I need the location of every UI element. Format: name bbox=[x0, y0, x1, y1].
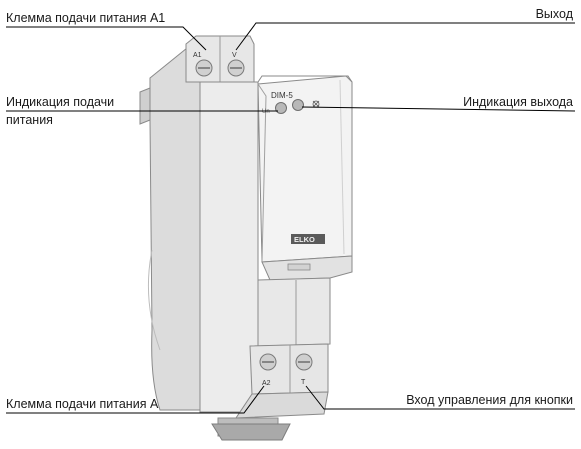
power-led bbox=[275, 102, 287, 114]
leader-button-input bbox=[305, 385, 575, 410]
output-led bbox=[292, 99, 304, 111]
terminal-label-t: T bbox=[301, 379, 306, 386]
side-body bbox=[139, 43, 201, 411]
leader-terminal-a1 bbox=[6, 26, 207, 51]
leader-lines bbox=[6, 22, 576, 414]
lower-body bbox=[257, 255, 353, 347]
top-terminal-screw-a1 bbox=[195, 59, 213, 77]
led-un-label: Un bbox=[262, 109, 270, 115]
model-label: DIM-5 bbox=[271, 91, 293, 100]
din-rail-clip bbox=[211, 417, 291, 441]
terminal-label-a2: A2 bbox=[262, 380, 271, 387]
output-indication-label: Индикация выхода bbox=[463, 95, 573, 109]
front-panel: DIM-5 Un ELKO bbox=[257, 75, 353, 263]
terminal-label-v: V bbox=[232, 52, 237, 59]
leader-terminal-a2 bbox=[6, 385, 265, 414]
leader-output-indication bbox=[301, 106, 576, 112]
terminal-a1-label: Клемма подачи питания А1 bbox=[6, 11, 166, 25]
bottom-terminal-screw-a2 bbox=[259, 353, 277, 371]
button-control-input-label: Вход управления для кнопки bbox=[406, 393, 573, 407]
top-terminal-screw-v bbox=[227, 59, 245, 77]
top-terminal-block: A1 V bbox=[185, 35, 255, 83]
bottom-terminal-block: A2 T bbox=[235, 343, 329, 419]
bottom-terminal-screw-t bbox=[295, 353, 313, 371]
leader-output bbox=[235, 22, 575, 51]
power-indication-label-line2: питания bbox=[6, 113, 53, 127]
terminal-label-a1: A1 bbox=[193, 52, 202, 59]
power-indication-label-line1: Индикация подачи bbox=[6, 95, 115, 109]
output-label: Выход bbox=[535, 7, 573, 21]
brand-badge: ELKO bbox=[291, 234, 325, 244]
brand-label: ELKO bbox=[294, 235, 315, 244]
terminal-a2-label: Клемма подачи питания А2 bbox=[6, 397, 166, 411]
